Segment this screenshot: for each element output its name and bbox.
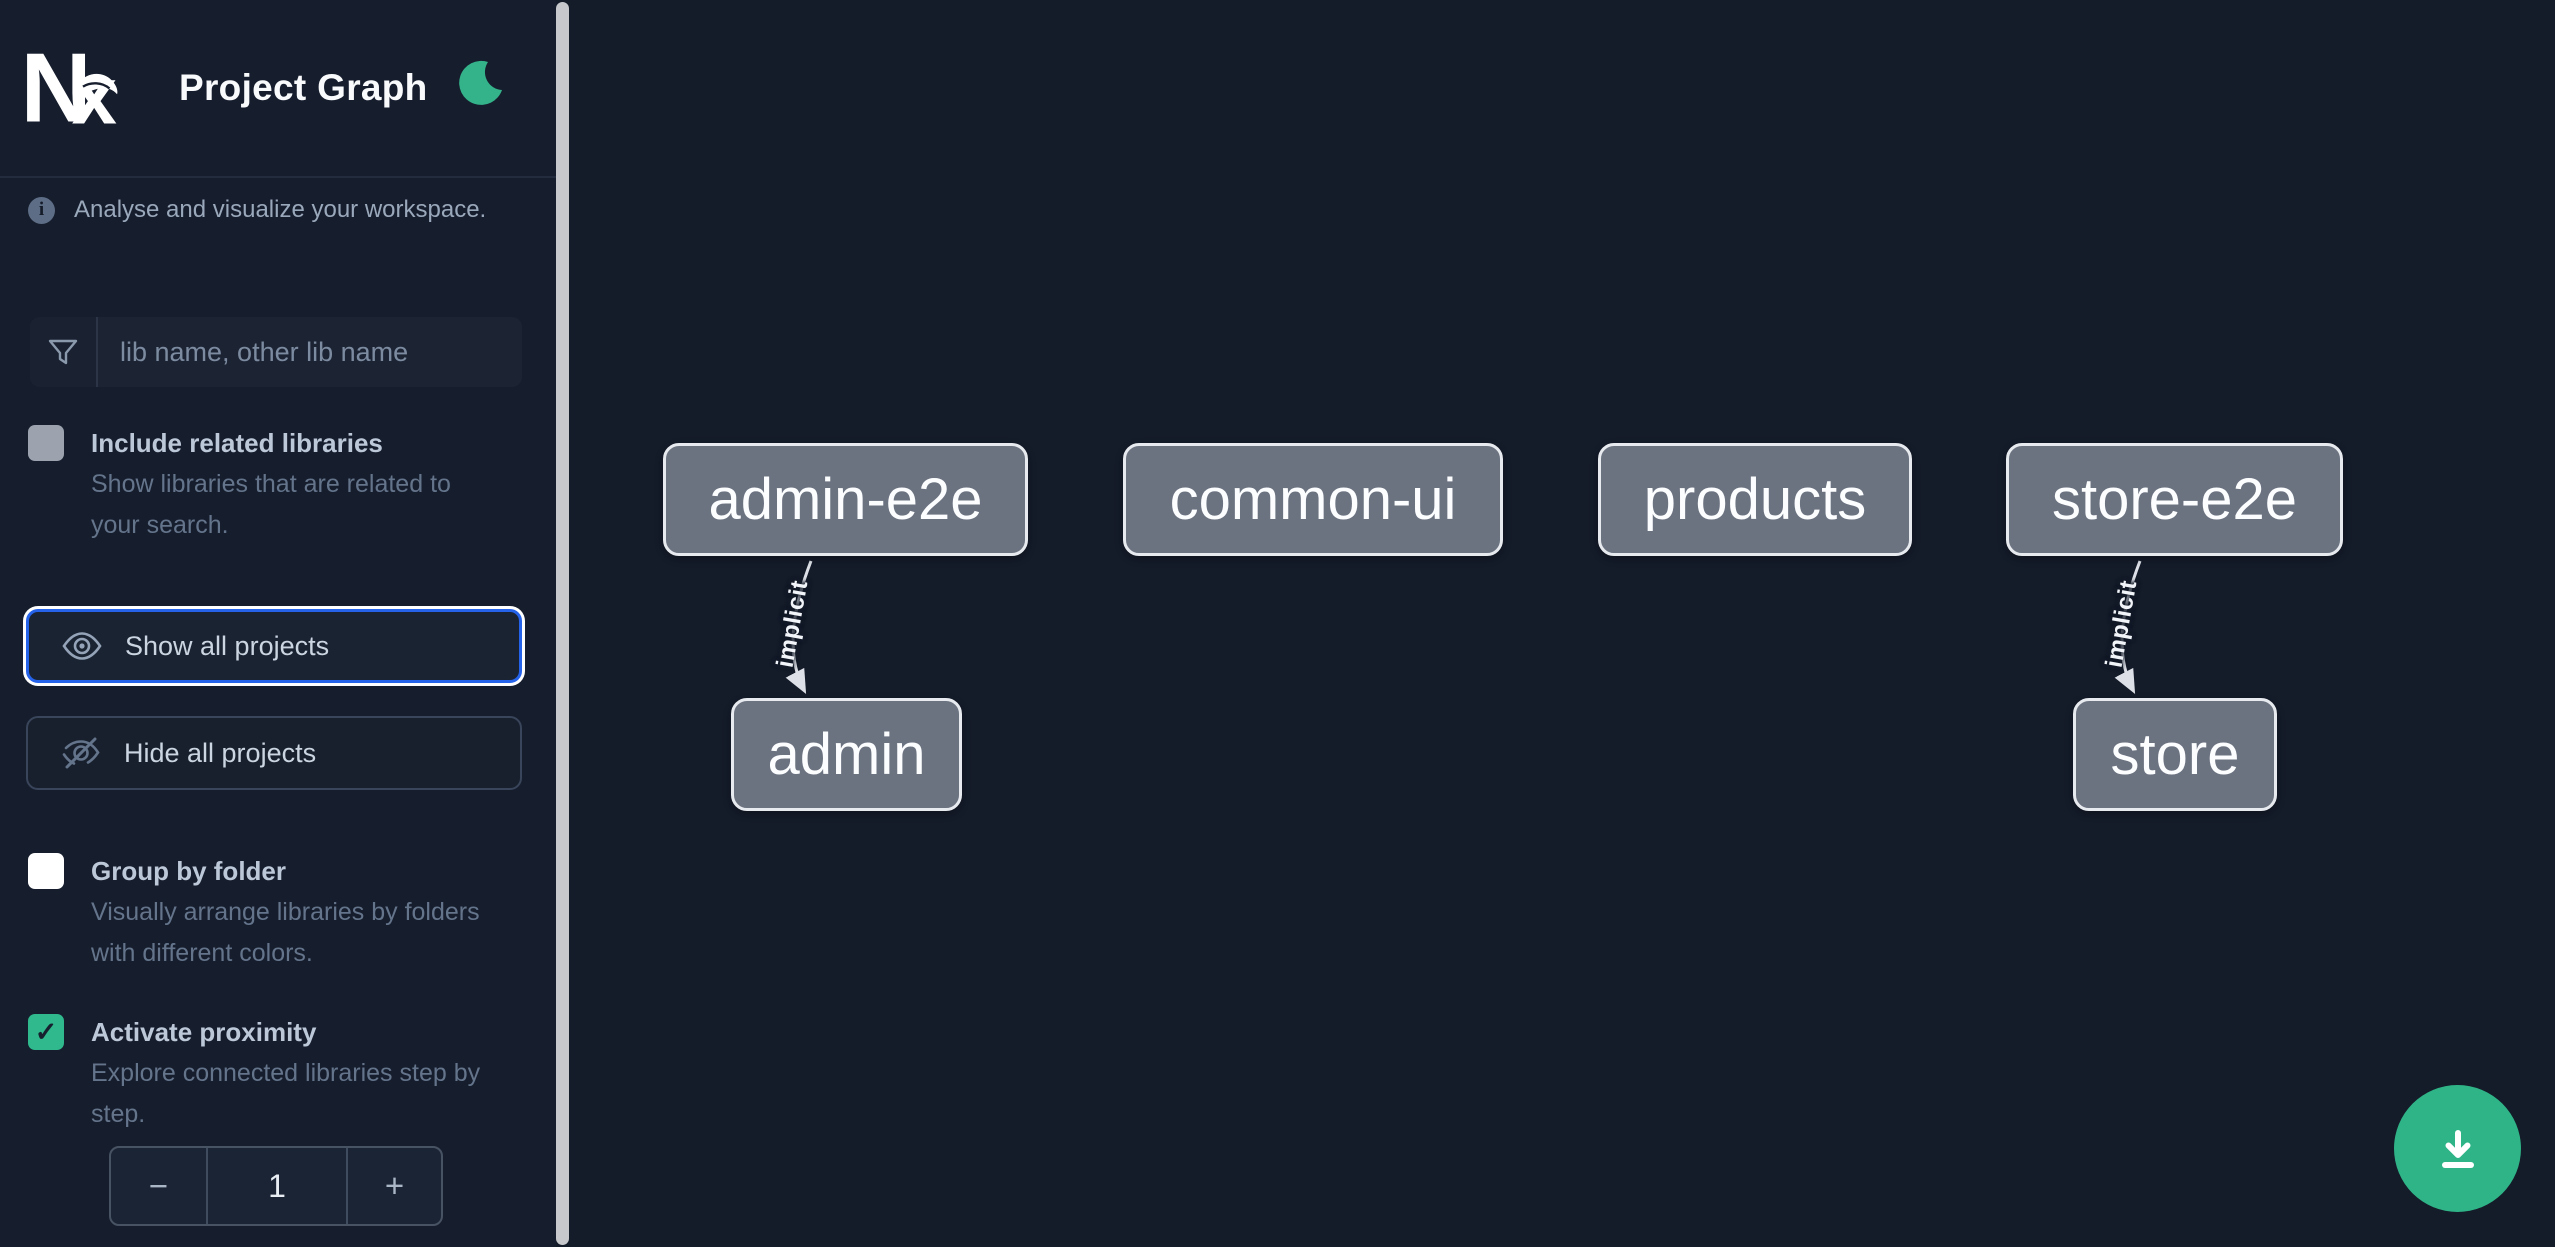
check-icon: ✓ [34,1016,58,1047]
hide-all-projects-label: Hide all projects [124,737,317,768]
option-description: Explore connected libraries step by step… [91,1059,481,1128]
search-input[interactable] [98,317,522,387]
option-label: Include related libraries [91,428,383,458]
show-all-projects-button[interactable]: Show all projects [26,609,522,683]
activate-proximity-checkbox[interactable]: ✓ [28,1014,64,1050]
hide-all-projects-button[interactable]: Hide all projects [26,716,522,790]
graph-node-products[interactable]: products [1598,443,1912,556]
option-group-by-folder: Group by folder Visually arrange librari… [28,851,528,974]
filter-search [30,317,522,387]
option-description: Show libraries that are related to your … [91,470,451,539]
app-header: N x Project Graph [0,0,556,178]
graph-node-store-e2e[interactable]: store-e2e [2006,443,2343,556]
svg-text:x: x [72,51,117,134]
include-related-checkbox[interactable] [28,425,64,461]
workspace-info-text: Analyse and visualize your workspace. [74,196,487,223]
sidebar: N x Project Graph i Analyse and visualiz… [0,0,556,1247]
graph-edges [785,560,2142,694]
download-icon [2441,1129,2474,1168]
workspace-info: i Analyse and visualize your workspace. [28,196,528,224]
sidebar-scrollbar[interactable] [556,2,569,1245]
nx-logo-icon: N x [26,44,118,134]
graph-edge-store-e2e-store[interactable] [2114,560,2142,694]
graph-edge-admin-e2e-admin[interactable] [785,560,813,694]
moon-icon [459,60,502,105]
option-label: Activate proximity [91,1017,317,1047]
option-activate-proximity: ✓ Activate proximity Explore connected l… [28,1012,528,1135]
group-by-folder-checkbox[interactable] [28,853,64,889]
info-icon: i [28,196,55,224]
proximity-depth-stepper: − 1 + [109,1146,443,1226]
graph-node-admin-e2e[interactable]: admin-e2e [663,443,1028,556]
page-title: Project Graph [179,67,428,108]
decrement-button[interactable]: − [111,1148,206,1224]
theme-toggle-button[interactable] [455,56,507,108]
eye-off-icon [62,737,100,769]
option-description: Visually arrange libraries by folders wi… [91,898,480,967]
filter-funnel-icon [30,317,98,387]
graph-node-common-ui[interactable]: common-ui [1123,443,1503,556]
increment-button[interactable]: + [348,1148,441,1224]
proximity-depth-value[interactable]: 1 [206,1148,348,1224]
show-all-projects-label: Show all projects [125,630,330,661]
option-include-related-libraries: Include related libraries Show libraries… [28,423,528,546]
option-label: Group by folder [91,856,286,886]
graph-node-admin[interactable]: admin [731,698,962,811]
download-image-button[interactable] [2394,1085,2521,1212]
graph-node-store[interactable]: store [2073,698,2277,811]
eye-icon [62,632,102,660]
